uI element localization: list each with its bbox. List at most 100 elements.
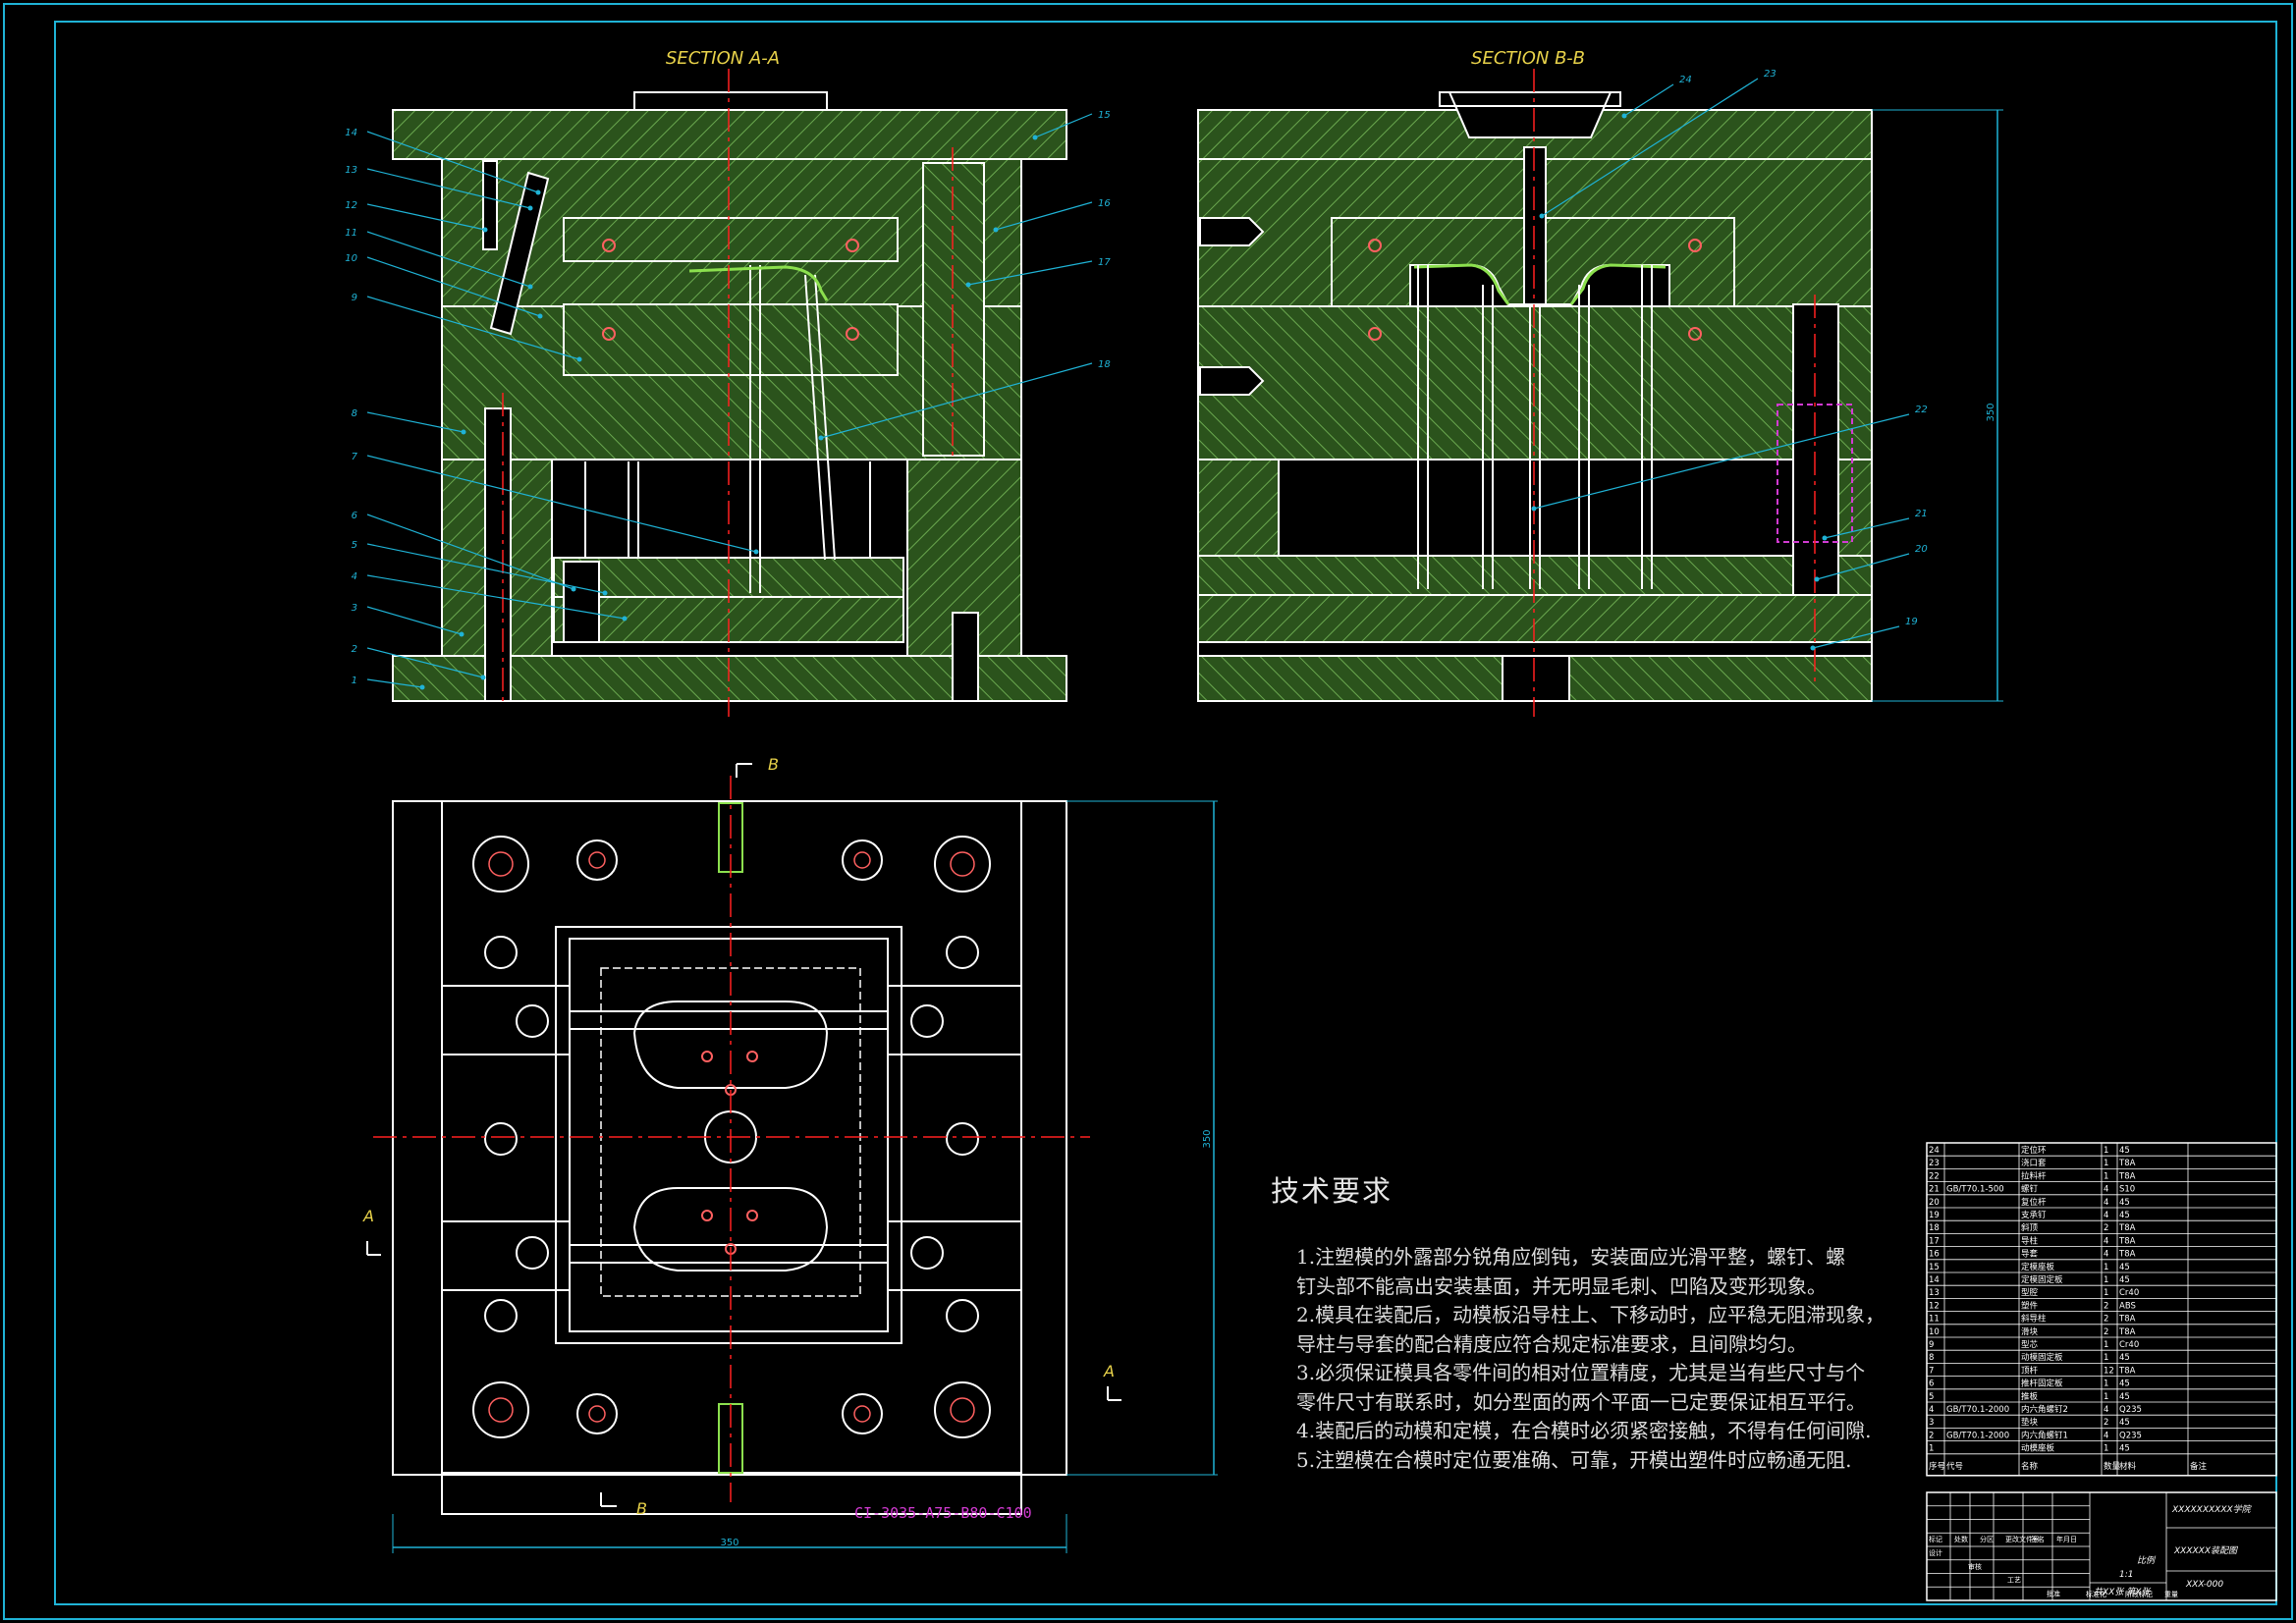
callout-dot [527,284,533,290]
title-block-label: 处数 [1954,1535,1968,1543]
title-block-label: 工艺 [2007,1577,2021,1585]
tech-requirement-line: 2.模具在装配后，动模板沿导柱上、下移动时，应平稳无阻滞现象， [1296,1303,1886,1326]
title-block-label: 阶段标记 [2125,1590,2153,1598]
callout-number: 7 [352,452,358,462]
bom-cell: 动模固定板 [2021,1352,2063,1363]
bom-cell: 45 [2119,1380,2130,1389]
bom-cell: 4 [1929,1405,1934,1415]
title-block-label: 签名 [2031,1535,2045,1543]
bom-cell: 7 [1929,1366,1934,1376]
callout-number: 22 [1915,405,1928,415]
bom-cell: 1 [2104,1380,2108,1389]
bom-cell: 推杆固定板 [2021,1379,2063,1389]
bom-cell: 5 [1929,1392,1934,1402]
bom-cell: 4 [2104,1198,2108,1208]
bom-cell: T8A [2118,1327,2136,1337]
bom-cell: 17 [1929,1236,1940,1246]
title-block-label: 重量 [2164,1591,2178,1598]
callout-number: 2 [352,644,357,655]
callout-number: 21 [1915,509,1928,519]
bom-cell: T8A [2118,1159,2136,1168]
bom-cell: 1 [2104,1353,2108,1363]
callout-leader [967,260,1093,286]
bom-cell: T8A [2118,1223,2136,1233]
bom-cell: 4 [2104,1185,2108,1195]
callout-leader [366,296,580,360]
bom-cell: T8A [2118,1315,2136,1325]
bom-cell: T8A [2118,1171,2136,1181]
plan-code: CI-3035-A75-B80-C100 [854,1504,1032,1522]
title-block-label: 设计 [1929,1548,1942,1557]
sheet-count: 共XX张 第X张 [2094,1587,2152,1597]
callout-dot [527,205,533,211]
bom-cell: 4 [2104,1405,2108,1415]
bom-cell: 10 [1929,1327,1940,1337]
plan-view: B B A A CI-3035-A75-B80-C100 350 350 [362,755,1218,1553]
bom-cell: GB/T70.1-2000 [1946,1405,2009,1415]
tech-requirement-line: 导柱与导套的配合精度应符合规定标准要求，且间隙均匀。 [1296,1331,1807,1356]
bom-cell: 20 [1929,1198,1940,1208]
school-name: XXXXXXXXXX学院 [2171,1504,2253,1515]
bom-cell: 9 [1929,1340,1934,1350]
bom-cell: 4 [2104,1431,2108,1440]
callout-number: 3 [352,603,357,614]
bom-header-cell: 名称 [2021,1461,2039,1472]
callout-dot [1814,576,1820,582]
callout-leader [1034,113,1093,138]
callout-dot [965,282,971,288]
callout-dot [993,227,999,233]
drawing-name: XXXXXX装配图 [2173,1545,2239,1556]
callout-number: 4 [352,571,357,582]
bom-cell: 2 [1929,1431,1934,1440]
bom-cell: 19 [1929,1211,1940,1220]
bom-cell: 1 [2104,1444,2108,1454]
bom-cell: 2 [2104,1223,2108,1233]
bom-cell: 1 [2104,1275,2108,1285]
bom-cell: T8A [2118,1236,2136,1246]
bom-cell: 支承钉 [2021,1210,2047,1220]
bom-cell: 复位杆 [2021,1197,2047,1208]
callout-number: 17 [1098,257,1111,268]
callout-number: 19 [1905,617,1918,627]
callout-leader [1533,413,1910,510]
callout-leader [366,678,423,688]
tech-requirement-line: 3.必须保证模具各零件间的相对位置精度，尤其是当有些尺寸与个 [1296,1361,1866,1384]
bom-cell: 螺钉 [2021,1184,2039,1195]
callout-dot [818,435,824,441]
bom-cell: 2 [2104,1315,2108,1325]
callout-number: 15 [1098,110,1111,121]
drawing-number: XXX-000 [2185,1580,2223,1590]
section-a-title: SECTION A-A [666,48,780,69]
bom-cell: 11 [1929,1315,1940,1325]
callout-leader [366,411,465,433]
bom-cell: 45 [2119,1198,2130,1208]
callout-dot [482,227,488,233]
plan-height-dimension: 350 [1202,1129,1213,1148]
bom-cell: 13 [1929,1288,1940,1298]
title-block-label: 审核 [1968,1562,1982,1571]
cut-mark-a-left: A [362,1207,374,1225]
callout-dot [1822,535,1828,541]
callout-leader [366,256,541,317]
tech-requirement-line: 5.注塑模在合模时定位要准确、可靠，开模出塑件时应畅通无阻. [1296,1447,1852,1472]
bom-cell: 16 [1929,1250,1940,1260]
callout-number: 9 [352,293,357,303]
bom-cell: 45 [2119,1353,2130,1363]
bom-cell: 型腔 [2021,1287,2039,1298]
callout-dot [537,313,543,319]
tech-requirement-line: 零件尺寸有联系时，如分型面的两个平面一已定要保证相互平行。 [1296,1389,1866,1414]
bom-cell: 15 [1929,1263,1940,1272]
title-block-label: 年月日 [2056,1535,2077,1543]
tech-requirements-heading: 技术要求 [1271,1174,1394,1208]
bom-cell: 1 [2104,1171,2108,1181]
plan-width-dimension: 350 [720,1538,738,1548]
title-block-label: 分区 [1980,1535,1994,1543]
callout-leader [995,201,1093,231]
bom-cell: Q235 [2119,1431,2142,1440]
bom-cell: 23 [1929,1159,1940,1168]
bom-cell: 4 [2104,1211,2108,1220]
callout-dot [535,189,541,195]
callout-leader [366,168,531,209]
bom-cell: 斜顶 [2021,1222,2039,1233]
